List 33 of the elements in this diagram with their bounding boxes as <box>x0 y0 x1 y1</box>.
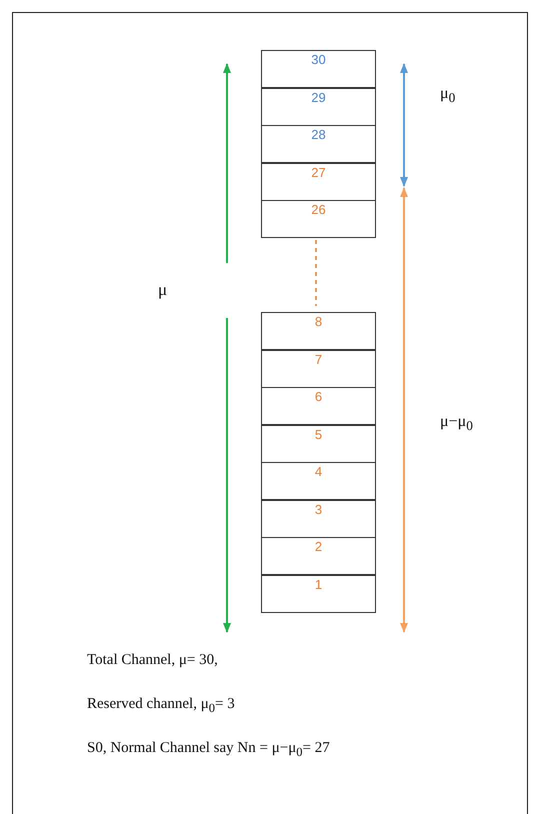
channel-number: 4 <box>314 464 322 479</box>
channel-number: 29 <box>311 90 326 104</box>
channel-number: 3 <box>314 502 322 516</box>
channel-number: 26 <box>311 202 326 217</box>
dimension-label: μ <box>158 280 168 300</box>
channel-slot <box>261 462 376 500</box>
channel-number: 28 <box>311 127 326 142</box>
channel-slot <box>261 574 376 612</box>
channel-slot <box>261 200 376 238</box>
channel-number: 30 <box>311 52 326 67</box>
channel-number: 5 <box>314 426 322 442</box>
channel-slot <box>261 162 376 200</box>
channel-slot <box>261 424 376 462</box>
note-text: S0, Normal Channel say Nn = μ−μ$_{0}$= 27 <box>87 740 330 760</box>
channel-slot <box>261 50 376 88</box>
channel-slot <box>261 387 376 425</box>
channel-number: 1 <box>314 576 322 592</box>
note-text: Reserved channel, μ$_{0}$= 3 <box>87 696 235 716</box>
dashed-connector <box>315 240 317 306</box>
channel-slot <box>261 350 376 388</box>
channel-number: 27 <box>311 164 326 180</box>
channel-slot <box>261 88 376 126</box>
channel-number: 7 <box>314 352 322 366</box>
channel-slot <box>261 312 376 350</box>
channel-number: 8 <box>314 314 322 329</box>
dimension-label: μ−μ$_{0}$ <box>440 413 473 434</box>
dimension-label: μ$_{0}$ <box>440 85 456 106</box>
channel-slot <box>261 537 376 575</box>
note-text: Total Channel, μ= 30, <box>87 652 218 669</box>
channel-slot <box>261 500 376 538</box>
channel-slot <box>261 125 376 163</box>
channel-number: 6 <box>314 389 322 404</box>
channel-number: 2 <box>314 539 322 554</box>
